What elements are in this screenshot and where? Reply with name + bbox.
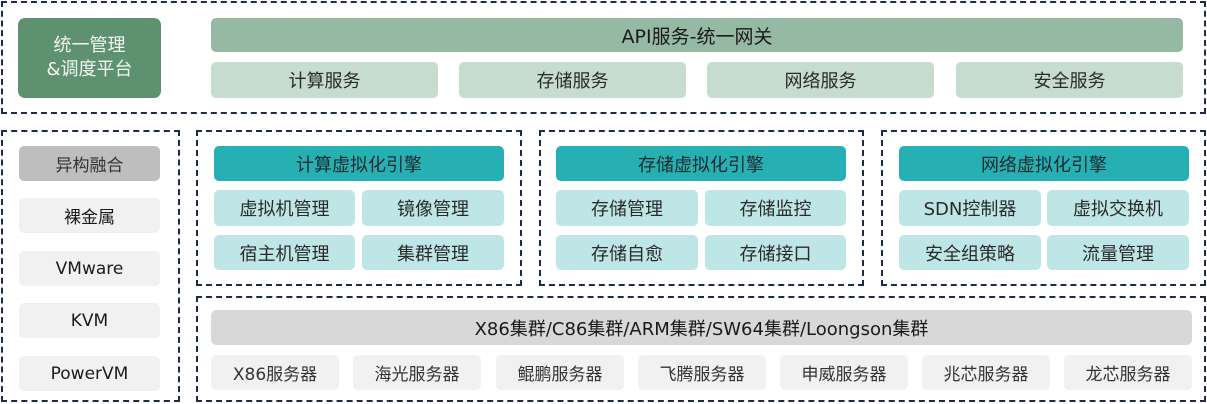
server-sunway: 申威服务器 xyxy=(780,355,908,390)
hetero-item-bare-metal: 裸金属 xyxy=(19,198,160,233)
service-security: 安全服务 xyxy=(956,62,1183,98)
hetero-item-powervm: PowerVM xyxy=(19,356,160,391)
compute-engine-title: 计算虚拟化引擎 xyxy=(214,146,504,181)
heterogeneous-frame xyxy=(1,130,180,402)
storage-feature-self-healing: 存储自愈 xyxy=(556,235,698,270)
storage-feature-interface: 存储接口 xyxy=(705,235,846,270)
compute-engine-frame xyxy=(196,130,522,286)
compute-feature-image-management: 镜像管理 xyxy=(362,190,504,226)
storage-feature-management: 存储管理 xyxy=(556,190,698,226)
network-feature-sdn-controller: SDN控制器 xyxy=(899,190,1041,226)
server-loongson: 龙芯服务器 xyxy=(1064,355,1192,390)
network-feature-traffic-management: 流量管理 xyxy=(1047,235,1189,270)
service-storage: 存储服务 xyxy=(459,62,686,98)
network-feature-virtual-switch: 虚拟交换机 xyxy=(1047,190,1189,226)
compute-feature-host-management: 宿主机管理 xyxy=(214,235,355,270)
server-x86: X86服务器 xyxy=(211,355,339,390)
hetero-item-kvm: KVM xyxy=(19,303,160,338)
storage-engine-frame xyxy=(539,130,864,286)
hetero-item-vmware: VMware xyxy=(19,251,160,286)
server-kunpeng: 鲲鹏服务器 xyxy=(496,355,624,390)
top-layer-frame xyxy=(1,1,1206,114)
platform-line-1: 统一管理 xyxy=(53,35,126,56)
storage-engine-title: 存储虚拟化引擎 xyxy=(556,146,846,181)
unified-management-platform: 统一管理 &调度平台 xyxy=(18,18,161,98)
server-phytium: 飞腾服务器 xyxy=(638,355,766,390)
cluster-bar: X86集群/C86集群/ARM集群/SW64集群/Loongson集群 xyxy=(211,310,1192,345)
network-engine-frame xyxy=(881,130,1206,286)
server-hygon: 海光服务器 xyxy=(353,355,481,390)
hardware-frame xyxy=(196,296,1206,402)
compute-feature-vm-management: 虚拟机管理 xyxy=(214,190,355,226)
api-gateway-bar: API服务-统一网关 xyxy=(211,18,1183,52)
compute-feature-cluster-management: 集群管理 xyxy=(362,235,504,270)
storage-feature-monitoring: 存储监控 xyxy=(705,190,846,226)
server-zhaoxin: 兆芯服务器 xyxy=(922,355,1050,390)
heterogeneous-title: 异构融合 xyxy=(19,146,160,181)
network-feature-security-group: 安全组策略 xyxy=(899,235,1041,270)
platform-line-2: &调度平台 xyxy=(46,59,133,80)
network-engine-title: 网络虚拟化引擎 xyxy=(899,146,1189,181)
service-compute: 计算服务 xyxy=(211,62,438,98)
service-network: 网络服务 xyxy=(707,62,934,98)
